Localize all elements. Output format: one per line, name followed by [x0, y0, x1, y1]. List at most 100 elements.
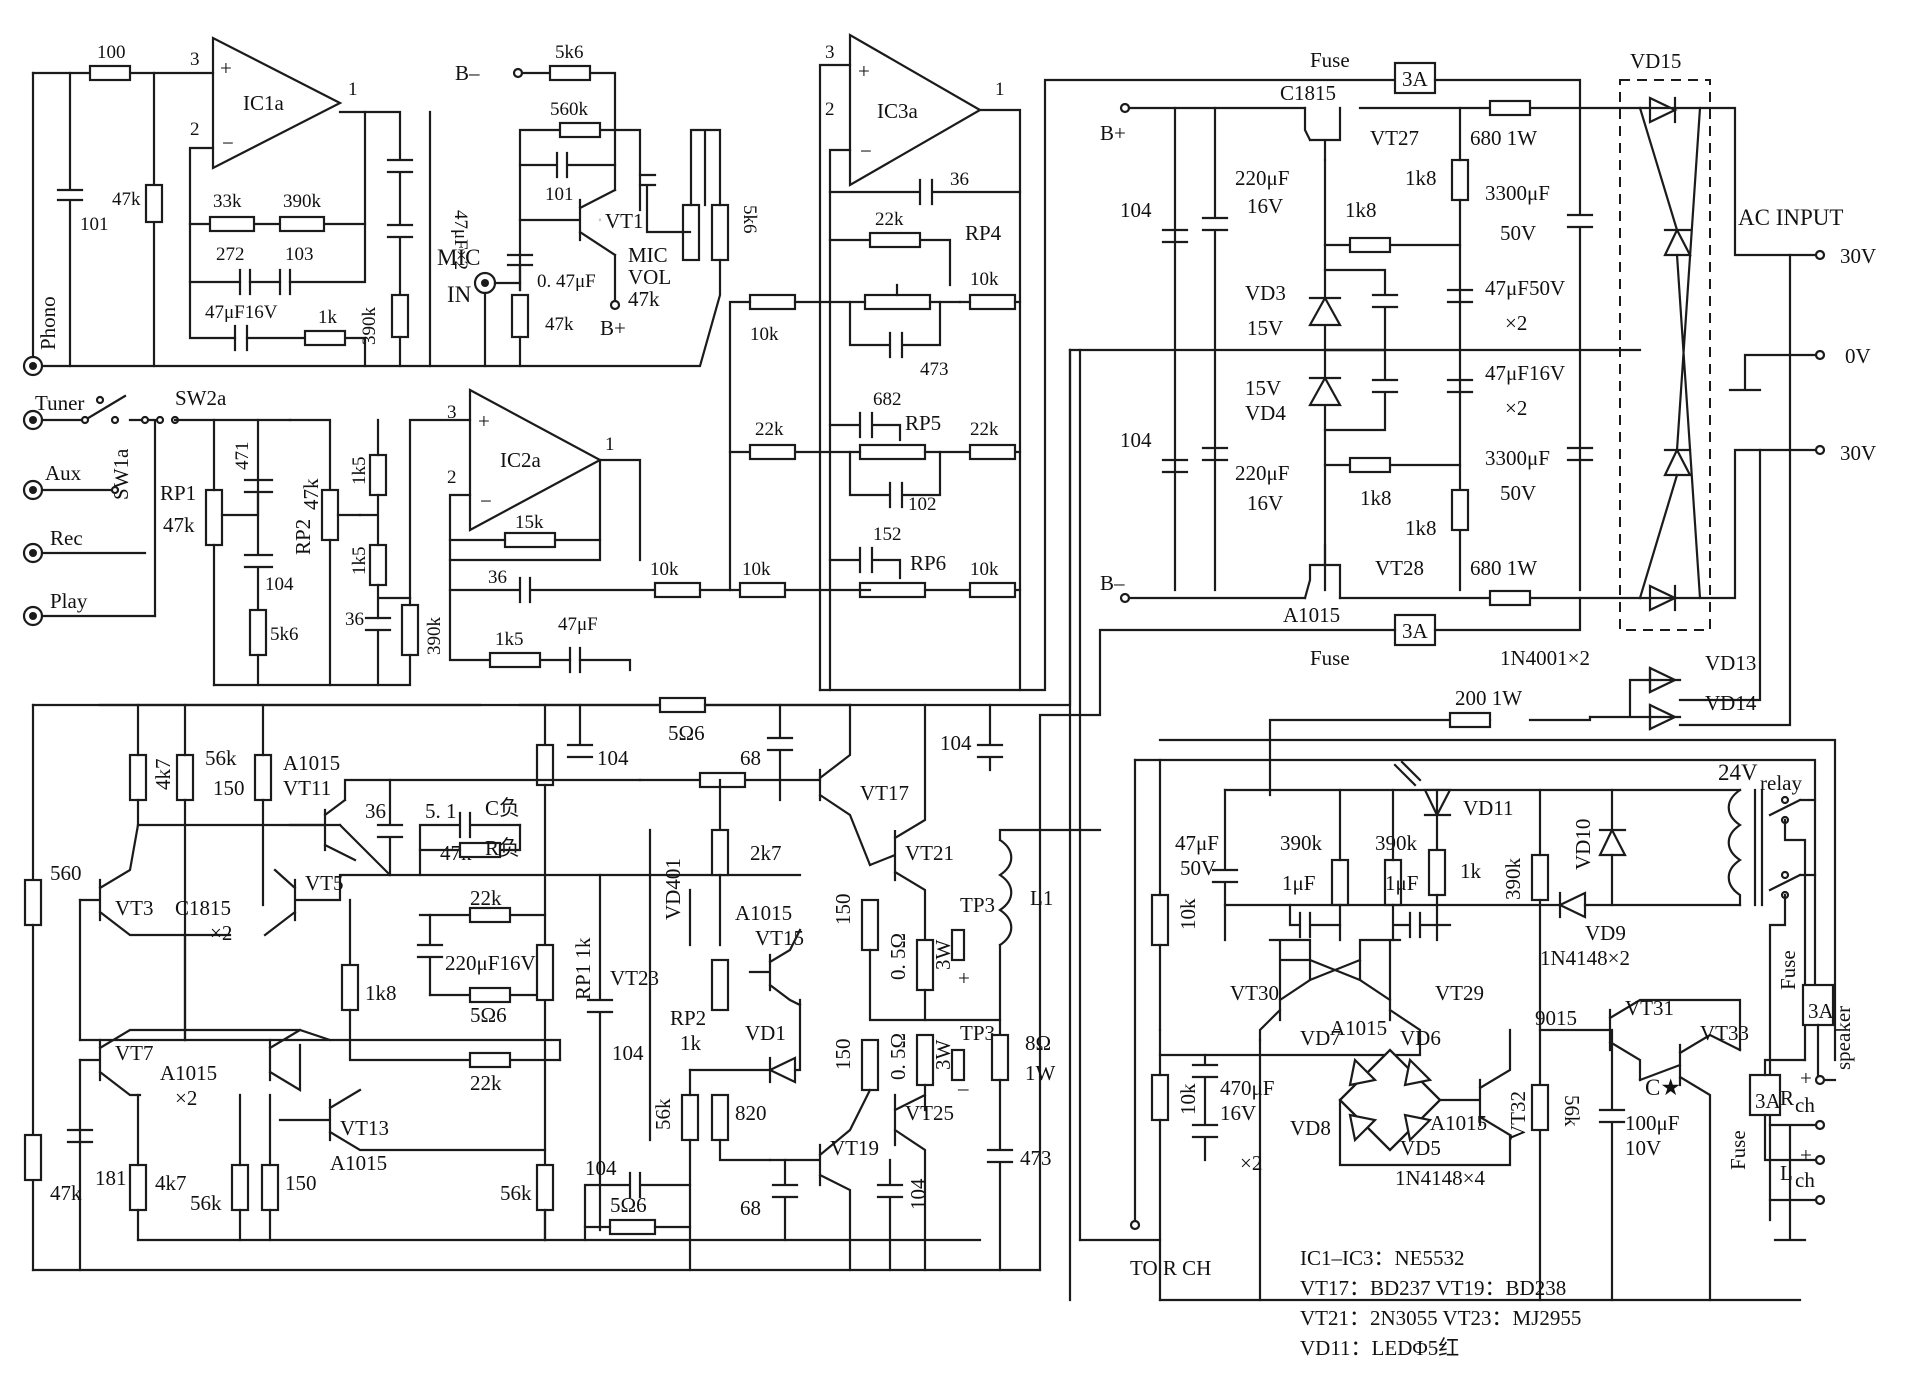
- l-ch-minus-terminal[interactable]: [1814, 1194, 1826, 1206]
- svg-text:100μF: 100μF: [1625, 1111, 1679, 1135]
- svg-text:47k: 47k: [163, 513, 195, 537]
- svg-text:47μF16V: 47μF16V: [1485, 361, 1565, 385]
- svg-text:VT32: VT32: [1506, 1091, 1530, 1140]
- svg-text:MIC: MIC: [628, 243, 668, 267]
- ac-30v-b-terminal[interactable]: [1814, 444, 1826, 456]
- svg-text:2: 2: [447, 467, 457, 488]
- svg-text:Fuse: Fuse: [1726, 1130, 1750, 1170]
- svg-text:470μF: 470μF: [1220, 1076, 1274, 1100]
- svg-text:1k8: 1k8: [1405, 166, 1437, 190]
- svg-text:VD14: VD14: [1705, 691, 1757, 715]
- svg-text:+: +: [958, 966, 970, 990]
- svg-text:C★: C★: [1645, 1075, 1681, 1100]
- svg-text:A1015: A1015: [1283, 603, 1340, 627]
- svg-text:5Ω6: 5Ω6: [668, 721, 705, 745]
- svg-text:150: 150: [213, 776, 245, 800]
- speaker-fuse-r: [1801, 983, 1835, 1027]
- svg-text:152: 152: [873, 524, 902, 545]
- svg-text:10V: 10V: [1625, 1136, 1661, 1160]
- svg-text:VT21：2N3055 VT23：MJ2955: VT21：2N3055 VT23：MJ2955: [1300, 1306, 1581, 1330]
- svg-text:24V: 24V: [1718, 760, 1758, 785]
- svg-text:VD1: VD1: [745, 1021, 786, 1045]
- svg-text:390k: 390k: [1280, 831, 1323, 855]
- svg-text:104: 104: [1120, 198, 1152, 222]
- svg-text:×2: ×2: [210, 921, 232, 945]
- svg-text:16V: 16V: [1247, 491, 1283, 515]
- svg-text:220μF: 220μF: [1235, 166, 1289, 190]
- svg-text:3: 3: [447, 402, 457, 423]
- tone-section: IC3a + − 3 2 1 36 22k RP4 10k 10k 473 68…: [728, 33, 1402, 692]
- svg-text:C1815: C1815: [175, 896, 231, 920]
- resistor-100: [88, 64, 132, 82]
- svg-text:0V: 0V: [1845, 344, 1871, 368]
- svg-text:relay: relay: [1760, 771, 1802, 795]
- svg-text:47μF: 47μF: [558, 614, 598, 635]
- svg-text:3A: 3A: [1808, 999, 1835, 1023]
- svg-text:VT17：BD237 VT19：BD238: VT17：BD237 VT19：BD238: [1300, 1276, 1566, 1300]
- fuse-3a-top: [1393, 61, 1437, 95]
- svg-text:VD4: VD4: [1245, 401, 1286, 425]
- svg-text:A1015: A1015: [1430, 1111, 1487, 1135]
- svg-text:30V: 30V: [1840, 441, 1876, 465]
- r-ch-minus-terminal[interactable]: [1814, 1119, 1826, 1131]
- svg-text:1N4148×4: 1N4148×4: [1395, 1166, 1486, 1190]
- svg-text:Rec: Rec: [50, 526, 83, 550]
- svg-text:3A: 3A: [1402, 67, 1429, 91]
- r-ch-plus-terminal[interactable]: [1814, 1074, 1826, 1086]
- svg-text:10k: 10k: [742, 559, 771, 580]
- svg-text:16V: 16V: [1220, 1101, 1256, 1125]
- svg-text:36: 36: [345, 609, 364, 630]
- svg-text:104: 104: [597, 746, 629, 770]
- svg-text:TP3: TP3: [960, 893, 995, 917]
- svg-text:1k8: 1k8: [365, 981, 397, 1005]
- svg-text:3300μF: 3300μF: [1485, 181, 1550, 205]
- svg-text:50V: 50V: [1180, 856, 1216, 880]
- svg-text:150: 150: [831, 1039, 855, 1071]
- svg-text:VT28: VT28: [1375, 556, 1424, 580]
- svg-text:104: 104: [612, 1041, 644, 1065]
- svg-text:560k: 560k: [550, 99, 589, 120]
- svg-text:16V: 16V: [1247, 194, 1283, 218]
- svg-text:+: +: [478, 409, 490, 433]
- ic1a-pin3: 3: [190, 49, 200, 70]
- svg-text:1N4148×2: 1N4148×2: [1540, 946, 1630, 970]
- svg-text:VD6: VD6: [1400, 1026, 1441, 1050]
- svg-text:R负: R负: [485, 836, 520, 860]
- ac-30v-a-terminal[interactable]: [1814, 249, 1826, 261]
- svg-text:VT7: VT7: [115, 1041, 154, 1065]
- svg-text:36: 36: [365, 799, 386, 823]
- svg-text:+: +: [220, 56, 232, 80]
- svg-text:VD7: VD7: [1300, 1026, 1341, 1050]
- svg-text:15V: 15V: [1247, 316, 1283, 340]
- l-ch-plus-terminal[interactable]: [1814, 1154, 1826, 1166]
- svg-text:VT11: VT11: [283, 776, 331, 800]
- svg-text:22k: 22k: [875, 209, 904, 230]
- svg-text:1: 1: [605, 434, 615, 455]
- speaker-fuse-l: [1748, 1073, 1782, 1117]
- svg-text:47k: 47k: [299, 478, 323, 510]
- svg-text:VT1: VT1: [605, 209, 644, 233]
- svg-text:8Ω: 8Ω: [1025, 1031, 1051, 1055]
- svg-text:+: +: [858, 59, 870, 83]
- ac-0v-terminal[interactable]: [1814, 349, 1826, 361]
- svg-text:150: 150: [831, 894, 855, 926]
- svg-text:10k: 10k: [970, 269, 999, 290]
- svg-text:3300μF: 3300μF: [1485, 446, 1550, 470]
- svg-text:390k: 390k: [359, 307, 380, 346]
- svg-text:68: 68: [740, 1196, 761, 1220]
- svg-text:×2: ×2: [175, 1086, 197, 1110]
- svg-text:390k: 390k: [283, 191, 322, 212]
- svg-text:VT29: VT29: [1435, 981, 1484, 1005]
- svg-text:A1015: A1015: [330, 1151, 387, 1175]
- svg-text:MIC: MIC: [437, 245, 480, 270]
- svg-text:473: 473: [1020, 1146, 1052, 1170]
- svg-text:47k: 47k: [112, 189, 141, 210]
- svg-text:ch: ch: [1795, 1168, 1815, 1192]
- svg-text:A1015: A1015: [283, 751, 340, 775]
- svg-text:C1815: C1815: [1280, 81, 1336, 105]
- svg-text:5Ω6: 5Ω6: [470, 1003, 507, 1027]
- svg-text:390k: 390k: [424, 617, 445, 656]
- svg-text:TO R CH: TO R CH: [1130, 1256, 1211, 1280]
- svg-text:104: 104: [1120, 428, 1152, 452]
